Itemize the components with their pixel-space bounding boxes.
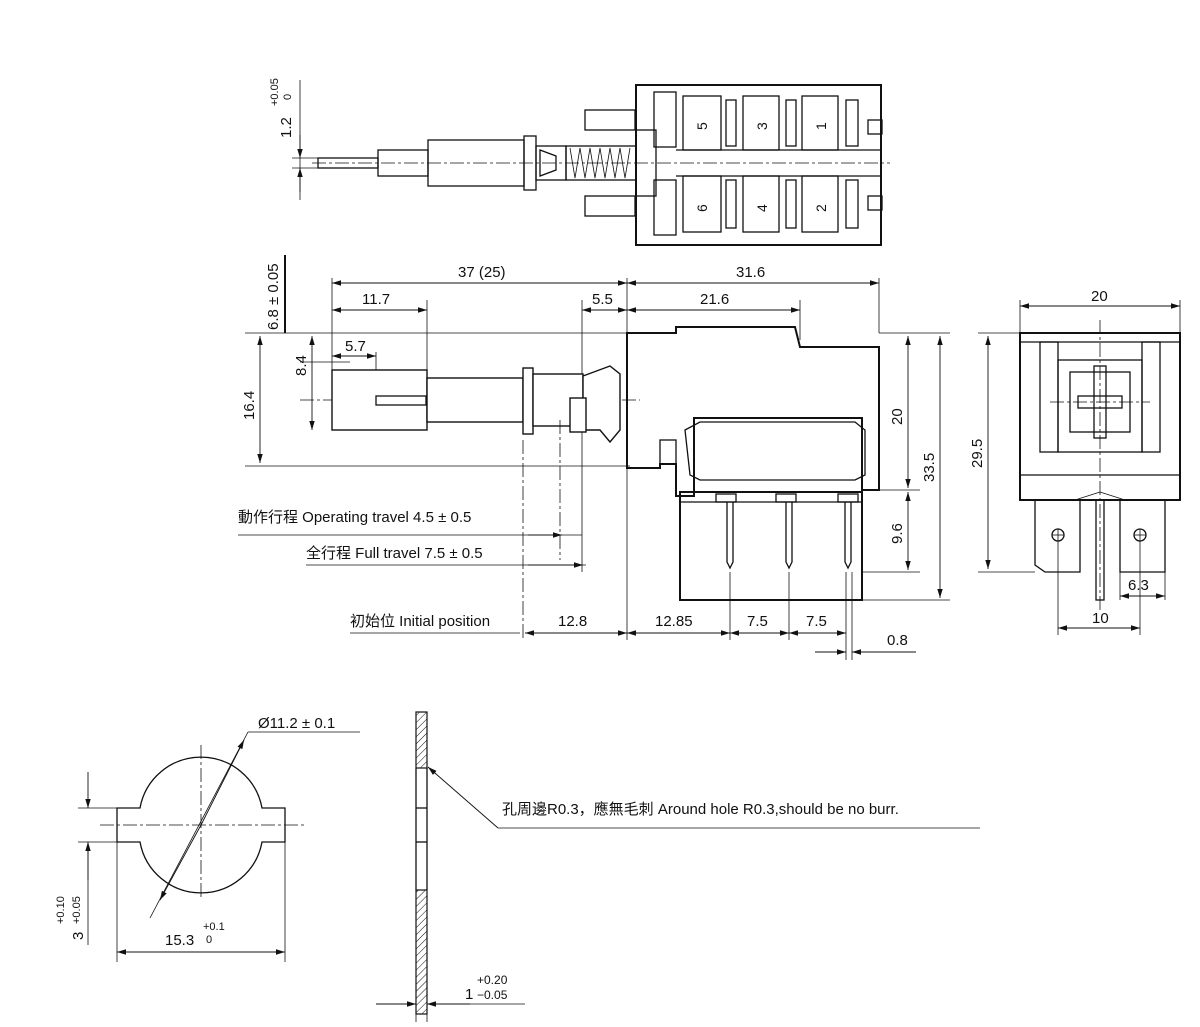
top-tol-lower: 0 xyxy=(282,94,294,100)
dim-31-6: 31.6 xyxy=(736,264,765,281)
dim-20-side: 20 xyxy=(889,408,906,425)
cutout-width-nominal: 15.3 xyxy=(165,932,194,949)
dim-12-8: 12.8 xyxy=(558,613,587,630)
pin-label-4: 4 xyxy=(754,204,770,212)
cutout-height-lower: +0.05 xyxy=(71,896,83,924)
dim-0-8: 0.8 xyxy=(887,632,908,649)
dim-7-5-a: 7.5 xyxy=(747,613,768,630)
pin-label-5: 5 xyxy=(694,122,710,130)
dim-12-85: 12.85 xyxy=(655,613,693,630)
label-operating-travel: 動作行程 Operating travel 4.5 ± 0.5 xyxy=(238,509,471,526)
dim-6-8: 6.8 ± 0.05 xyxy=(265,263,282,330)
dim-7-5-b: 7.5 xyxy=(806,613,827,630)
cutout-width-lower: 0 xyxy=(206,934,212,946)
pin-label-3: 3 xyxy=(754,122,770,130)
plate-thickness-upper: +0.20 xyxy=(477,973,508,987)
dim-11-7: 11.7 xyxy=(362,291,390,308)
dim-21-6: 21.6 xyxy=(700,291,729,308)
label-initial-position: 初始位 Initial position xyxy=(350,613,490,630)
plate-thickness-lower: −0.05 xyxy=(477,988,508,1002)
plate-thickness-nominal: 1 xyxy=(465,986,473,1003)
pin-label-2: 2 xyxy=(813,204,829,212)
dim-37: 37 (25) xyxy=(458,264,506,281)
dim-diameter: Ø11.2 ± 0.1 xyxy=(258,715,335,732)
top-tol-nominal: 1.2 xyxy=(278,117,295,138)
dim-16-4: 16.4 xyxy=(241,391,258,420)
cutout-width-upper: +0.1 xyxy=(203,921,225,933)
dim-5-7: 5.7 xyxy=(345,338,366,355)
dim-29-5: 29.5 xyxy=(969,439,986,468)
top-view: 1.2 +0.05 0 xyxy=(269,78,890,246)
plate-section: 孔周邊R0.3，應無毛刺 Around hole R0.3,should be … xyxy=(376,711,980,1022)
dim-8-4: 8.4 xyxy=(293,355,310,376)
plate-note: 孔周邊R0.3，應無毛刺 Around hole R0.3,should be … xyxy=(502,800,899,818)
top-tol-upper: +0.05 xyxy=(269,78,281,106)
panel-cutout: Ø11.2 ± 0.1 3 +0.10 +0.05 15.3 +0.1 0 xyxy=(55,715,360,962)
dim-5-5: 5.5 xyxy=(592,291,613,308)
label-full-travel: 全行程 Full travel 7.5 ± 0.5 xyxy=(306,544,483,562)
side-view: 37 (25) 31.6 11.7 5.5 21.6 6.8 ± 0.05 16… xyxy=(238,255,950,660)
cutout-height-nominal: 3 xyxy=(70,932,87,940)
dim-9-6: 9.6 xyxy=(889,523,906,544)
dim-33-5: 33.5 xyxy=(921,453,938,482)
front-view: 20 29.5 6.3 xyxy=(969,288,1181,635)
dim-10: 10 xyxy=(1092,610,1109,627)
cutout-height-upper: +0.10 xyxy=(55,896,67,924)
pin-label-1: 1 xyxy=(813,122,829,130)
dim-6-3: 6.3 xyxy=(1128,577,1149,594)
pin-label-6: 6 xyxy=(694,204,710,212)
dim-20-front: 20 xyxy=(1091,288,1108,305)
